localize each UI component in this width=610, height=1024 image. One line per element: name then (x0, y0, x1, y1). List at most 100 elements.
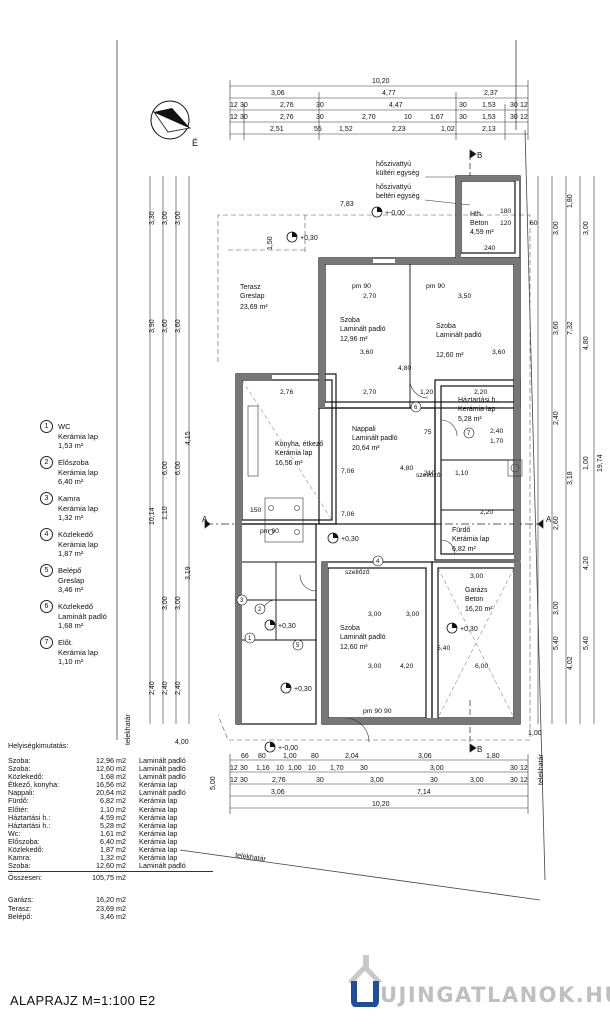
area-value: 5,28 m2 (100, 820, 126, 830)
room-label: Előtér: (8, 804, 29, 814)
area-table-title: Helyiségkimutatás: (8, 741, 69, 750)
dim: 1,50 (267, 236, 274, 250)
legend-name: WC (58, 422, 71, 431)
dim: 2,76 (280, 114, 294, 121)
section-b-bottom: B (477, 745, 482, 754)
dim: 30 (360, 765, 368, 772)
dim: 1,70 (490, 438, 503, 445)
legend-name: Előt. (58, 638, 74, 647)
dim: 4,80 (400, 465, 413, 472)
legend-item: 1 WC Kerámia lap 1,53 m² (40, 420, 170, 456)
dim: 3,90 (149, 319, 156, 333)
szellozo-label: szellőző (416, 472, 441, 479)
dim: 3,30 (149, 211, 156, 225)
legend-number: 1 (40, 420, 53, 433)
dim: 1,10 (162, 506, 169, 520)
dim: 2,70 (363, 389, 376, 396)
indoor-unit-l2: beltéri egység (376, 193, 420, 200)
room-floor: Kerámia lap (458, 406, 495, 413)
telekhatar-left: telekhatár (125, 714, 132, 745)
dim: 2,76 (280, 102, 294, 109)
legend-number: 7 (40, 636, 53, 649)
room-area: 16,20 m² (465, 606, 493, 613)
total-label: Összesen: (8, 873, 42, 883)
outside-dims: 7,83 1,00 4,00 1,50 5,00 telekhatár tele… (125, 201, 545, 863)
dim: 3,00 (553, 221, 560, 235)
section-b-top: B (477, 151, 482, 160)
equipment-notes: hőszivattyú kültéri egység hőszivattyú b… (376, 161, 471, 206)
north-label: É (192, 138, 198, 148)
floor-type: Kerámia lap (139, 780, 178, 790)
room-number-2: 2 (258, 607, 262, 613)
room-number-4: 4 (376, 559, 380, 565)
pm-label: pm 90 (426, 283, 445, 290)
dim: 4,00 (175, 739, 189, 746)
floor-type: Kerámia lap (139, 820, 178, 830)
section-a-right: A (546, 515, 552, 524)
legend-item: 3 Kamra Kerámia lap 1,32 m² (40, 492, 170, 528)
dim-total-top: 10,20 (372, 78, 390, 85)
legend-floor: Greslap (58, 575, 85, 585)
room-name: Hth. (470, 211, 483, 218)
dim: 30 (316, 114, 324, 121)
area-table: Helyiségkimutatás: Szoba: 12,96 m2 Laminál… (8, 741, 213, 921)
dim: 3,06 (271, 789, 285, 796)
dim: 2,04 (345, 753, 359, 760)
room-label: Szoba: (8, 764, 31, 774)
dim: 2,76 (272, 777, 286, 784)
dim: 66 (241, 753, 249, 760)
area-value: 1,87 m2 (100, 845, 126, 855)
dim: 12 (230, 102, 238, 109)
dim: 2,23 (392, 126, 406, 133)
room-label: Nappali: (8, 788, 35, 798)
legend-name: Előszoba (58, 458, 89, 467)
dim: 30 (240, 765, 248, 772)
room-label: Étkező, konyha: (8, 780, 60, 790)
dim: 12 (230, 777, 238, 784)
pm-label: pm 90 (260, 528, 279, 535)
dim: 7,14 (417, 789, 431, 796)
section-a-left: A (202, 515, 208, 524)
floor-type: Laminált padló (139, 756, 186, 765)
dim: 2,40 (490, 428, 503, 435)
dim: 4,15 (185, 431, 192, 445)
room-number-7: 7 (467, 431, 471, 437)
dim: 1,53 (482, 114, 496, 121)
room-label: Kamra: (8, 853, 32, 863)
legend-area: 3,46 m² (58, 585, 84, 594)
dim: 2,76 (280, 389, 293, 396)
dim: 6,00 (175, 461, 182, 475)
legend-number: 2 (40, 456, 53, 469)
legend-name: Közlekedő (58, 602, 94, 611)
legend-item: 4 Közlekedő Kerámia lap 1,87 m² (40, 528, 170, 564)
dim: 4,80 (398, 365, 411, 372)
sum-divider (8, 871, 213, 873)
dim: 1,20 (420, 389, 433, 396)
dim: 3,00 (162, 211, 169, 225)
dim: 2,70 (363, 293, 376, 300)
dim: 6,00 (162, 461, 169, 475)
dim: 1,53 (482, 102, 496, 109)
dim: 30 (459, 114, 467, 121)
area-value: 12,96 m2 (96, 756, 126, 765)
dim: 7,83 (340, 201, 354, 208)
kitchen-furniture (247, 405, 523, 543)
dim: 3,19 (185, 566, 192, 580)
dim: 1,00 (288, 765, 302, 772)
room-name: Garázs (465, 587, 488, 594)
room-label: Háztartási h.: (8, 812, 51, 822)
dim: 90 (384, 708, 392, 715)
extra-value: 3,46 m2 (100, 911, 126, 921)
dim: 4,77 (382, 90, 396, 97)
dim: 5,40 (553, 636, 560, 650)
legend-floor: Laminált padló (58, 611, 107, 621)
extra-value: 23,69 m2 (96, 903, 126, 913)
room-floor: Greslap (240, 293, 265, 300)
dim: 3,00 (406, 611, 419, 618)
legend-area: 1,68 m² (58, 621, 84, 630)
legend-item: 5 Belépő Greslap 3,46 m² (40, 564, 170, 600)
